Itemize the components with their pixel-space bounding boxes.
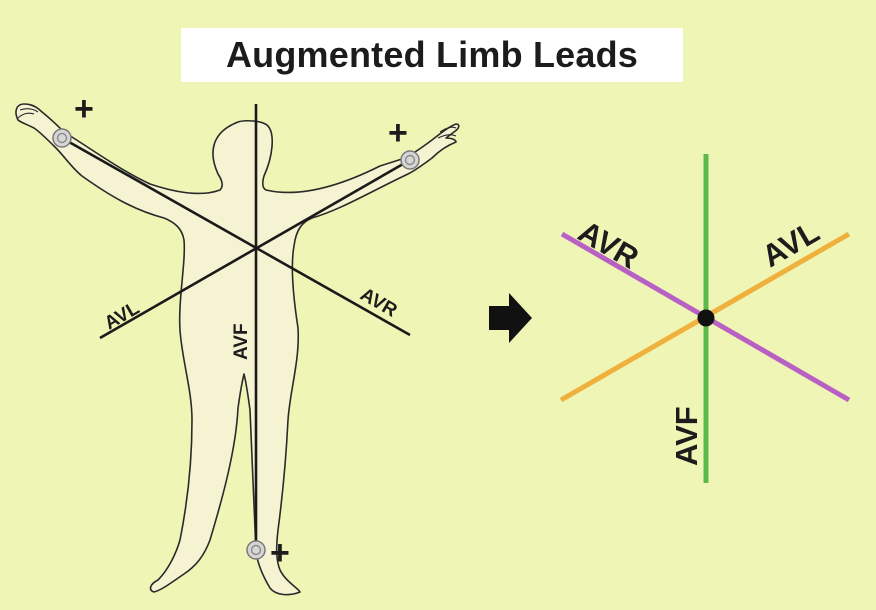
plus-sign-left-arm: +	[388, 114, 408, 152]
axis-center-dot	[697, 309, 715, 327]
electrode-left-leg	[246, 540, 266, 560]
diagram-title: Augmented Limb Leads	[225, 34, 639, 75]
hand-details	[17, 103, 457, 139]
electrode-left-arm	[400, 150, 420, 170]
plus-sign-left-leg: +	[270, 534, 290, 572]
arrow-right-icon	[489, 293, 532, 343]
avr-label-axis: AVR	[573, 214, 645, 276]
plus-sign-right-arm: +	[74, 90, 94, 128]
avr-lead-line-body	[61, 136, 411, 337]
title-box: Augmented Limb Leads	[181, 28, 683, 82]
electrode-right-arm	[52, 128, 72, 148]
avf-label-axis: AVF	[669, 406, 704, 466]
avf-label-body: AVF	[231, 323, 252, 360]
avl-label-body: AVL	[101, 298, 144, 335]
human-body-outline	[15, 103, 460, 596]
